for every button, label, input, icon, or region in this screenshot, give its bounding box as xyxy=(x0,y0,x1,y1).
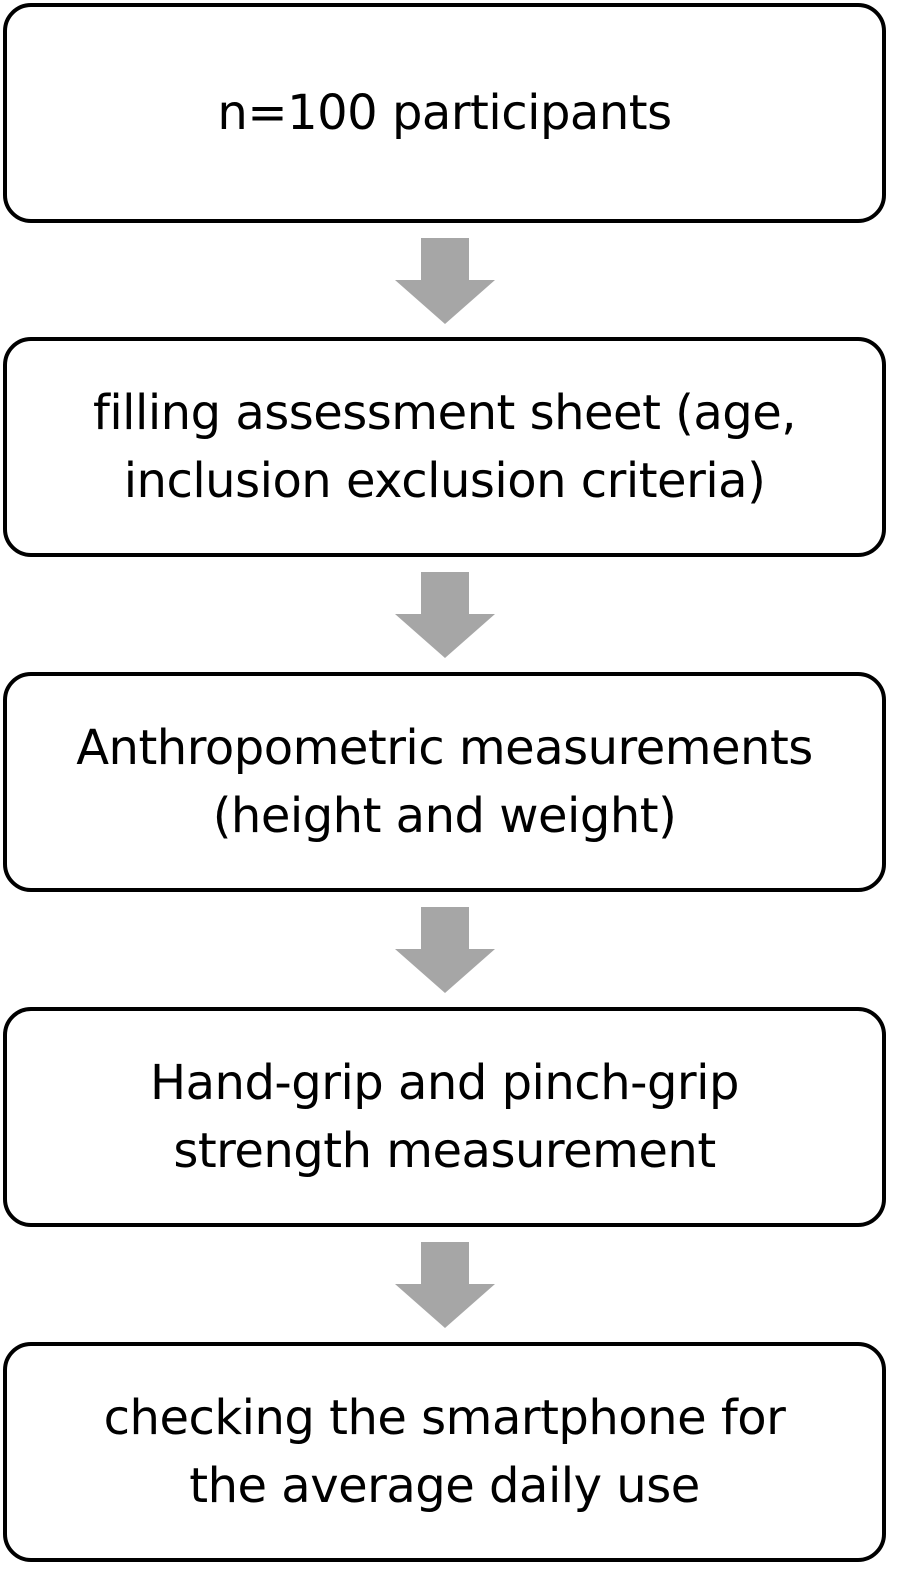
step-grip-strength-label: Hand-grip and pinch-grip strength measur… xyxy=(132,1049,757,1185)
step-assessment-line-1: filling assessment sheet (age, xyxy=(92,385,797,441)
step-smartphone-box: checking the smartphone for the average … xyxy=(3,1342,886,1562)
arrow-down-2 xyxy=(395,572,495,658)
step-anthropometric-line-1: Anthropometric measurements xyxy=(76,720,813,776)
arrow-down-1 xyxy=(395,238,495,324)
step-grip-strength-line-1: Hand-grip and pinch-grip xyxy=(150,1055,739,1111)
arrow-down-icon xyxy=(395,1242,495,1328)
arrow-down-3 xyxy=(395,907,495,993)
step-smartphone-line-1: checking the smartphone for xyxy=(103,1390,786,1446)
step-grip-strength-line-2: strength measurement xyxy=(173,1123,716,1179)
step-smartphone-line-2: the average daily use xyxy=(189,1458,700,1514)
arrow-down-4 xyxy=(395,1242,495,1328)
step-smartphone-label: checking the smartphone for the average … xyxy=(86,1384,804,1520)
step-assessment-box: filling assessment sheet (age, inclusion… xyxy=(3,337,886,557)
step-anthropometric-box: Anthropometric measurements (height and … xyxy=(3,672,886,892)
step-anthropometric-line-2: (height and weight) xyxy=(212,788,677,844)
step-participants-label: n=100 participants xyxy=(199,79,689,147)
arrow-down-icon xyxy=(395,907,495,993)
step-participants-box: n=100 participants xyxy=(3,3,886,223)
step-anthropometric-label: Anthropometric measurements (height and … xyxy=(58,714,831,850)
step-assessment-label: filling assessment sheet (age, inclusion… xyxy=(75,379,814,515)
step-participants-line-1: n=100 participants xyxy=(217,85,672,141)
step-assessment-line-2: inclusion exclusion criteria) xyxy=(123,453,766,509)
arrow-down-icon xyxy=(395,238,495,324)
step-grip-strength-box: Hand-grip and pinch-grip strength measur… xyxy=(3,1007,886,1227)
arrow-down-icon xyxy=(395,572,495,658)
